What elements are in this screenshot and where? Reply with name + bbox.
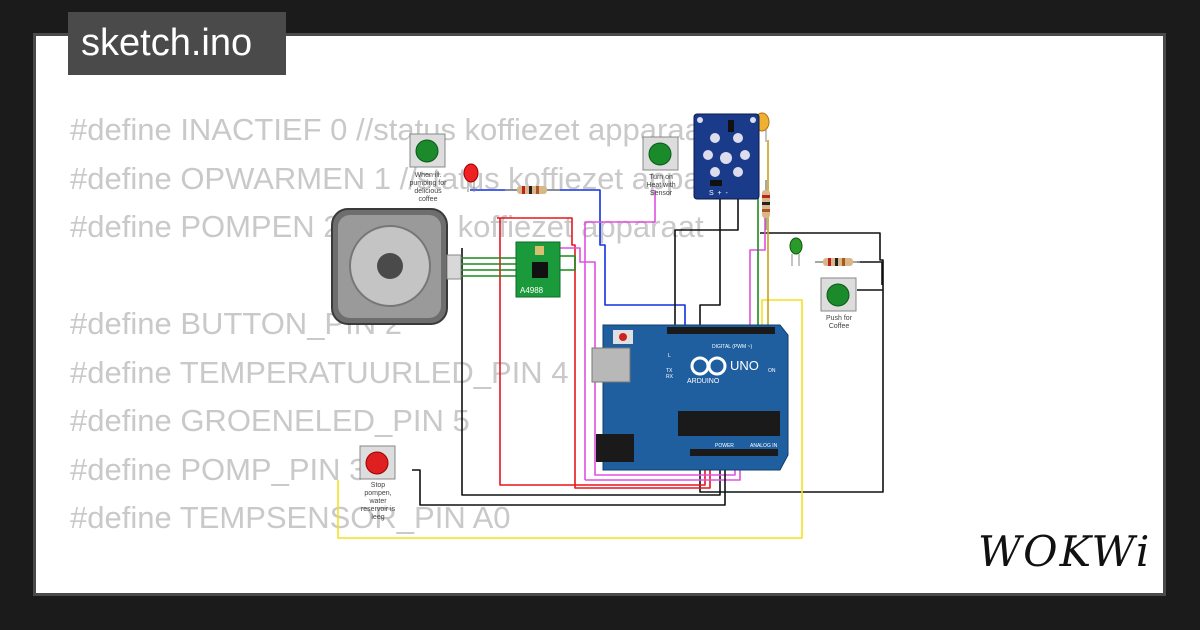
sensor-pins-label: S + - [709, 190, 729, 197]
svg-text:Turn on: Turn on [649, 174, 673, 181]
code-line: #define TEMPERATUURLED_PIN 4 [70, 354, 569, 390]
button-heat[interactable]: Turn on Heat with Sensor [642, 136, 679, 197]
wire-pink-2 [584, 190, 656, 480]
button-stop-caption: Stop pompen, water reservoir is leeg [361, 482, 396, 521]
wokwi-logo: WOKWi [978, 527, 1151, 576]
board-brand: ARDUINO [687, 378, 720, 385]
svg-text:pumping for: pumping for [410, 180, 448, 187]
wokwi-logo-text: WOKWi [978, 527, 1151, 576]
tx-label: TX [666, 368, 673, 374]
resistor-3 [815, 258, 860, 266]
resistor-1 [505, 186, 560, 194]
led-red [463, 163, 479, 192]
wire-black-5 [412, 455, 726, 506]
svg-text:delicious: delicious [414, 188, 442, 195]
svg-text:water: water [368, 498, 387, 505]
wire-black-1 [699, 198, 721, 330]
wire-pink-4 [560, 247, 736, 476]
svg-text:Push for: Push for [826, 315, 853, 322]
preview-card: #define INACTIEF 0 //status koffiezet ap… [33, 33, 1166, 596]
code-preview: #define INACTIEF 0 //status koffiezet ap… [70, 106, 754, 593]
svg-text:pompen,: pompen, [364, 490, 391, 497]
wire-blue [470, 189, 686, 330]
wire-black-7 [857, 261, 883, 285]
svg-text:Heat with: Heat with [646, 182, 675, 189]
svg-text:Sensor: Sensor [650, 190, 673, 197]
a4988-driver: A4988 [515, 241, 561, 298]
button-pump-hold[interactable]: When ill. pumping for delicious coffee [409, 133, 448, 203]
arduino-logo-icon [690, 356, 727, 376]
button-heat-caption: Turn on Heat with Sensor [646, 174, 675, 197]
on-label: ON [768, 368, 776, 374]
wire-black-2 [674, 198, 739, 330]
button-coffee-caption: Push for Coffee [826, 315, 853, 330]
driver-label: A4988 [520, 286, 544, 295]
led-green [789, 237, 803, 266]
l-label: L [668, 353, 671, 359]
svg-text:Stop: Stop [371, 482, 386, 489]
wire-red-1 [497, 217, 711, 489]
svg-text:reservoir is: reservoir is [361, 506, 396, 513]
file-tab[interactable]: sketch.ino [68, 12, 286, 75]
temperature-sensor: S + - [693, 113, 760, 200]
code-line: #define INACTIEF 0 //status koffiezet ap… [70, 112, 711, 147]
analog-label: ANALOG IN [750, 443, 778, 449]
wire-black-3 [699, 232, 884, 493]
board-model: UNO [730, 358, 759, 373]
power-label: POWER [715, 443, 734, 449]
stepper-motor [331, 208, 462, 325]
resistor-2 [762, 180, 770, 230]
arduino-uno: UNO ARDUINO DIGITAL (PWM ~) POWER ANALOG… [591, 324, 789, 471]
rx-label: RX [666, 374, 674, 380]
button-stop[interactable]: Stop pompen, water reservoir is leeg [359, 445, 396, 521]
svg-text:When ill.: When ill. [415, 172, 442, 179]
code-line: #define TEMPSENSOR_PIN A0 [70, 500, 511, 535]
wire-driver-pins [560, 255, 576, 271]
digital-label: DIGITAL (PWM ~) [712, 344, 752, 350]
wire-yellow [337, 299, 803, 539]
button-coffee[interactable]: Push for Coffee [820, 277, 857, 330]
wires [337, 140, 884, 539]
svg-text:leeg: leeg [371, 514, 384, 521]
svg-text:coffee: coffee [419, 196, 438, 203]
svg-text:Coffee: Coffee [829, 323, 850, 330]
button-pump-hold-caption: When ill. pumping for delicious coffee [410, 172, 448, 203]
code-line: #define GROENELED_PIN 5 [70, 403, 470, 438]
